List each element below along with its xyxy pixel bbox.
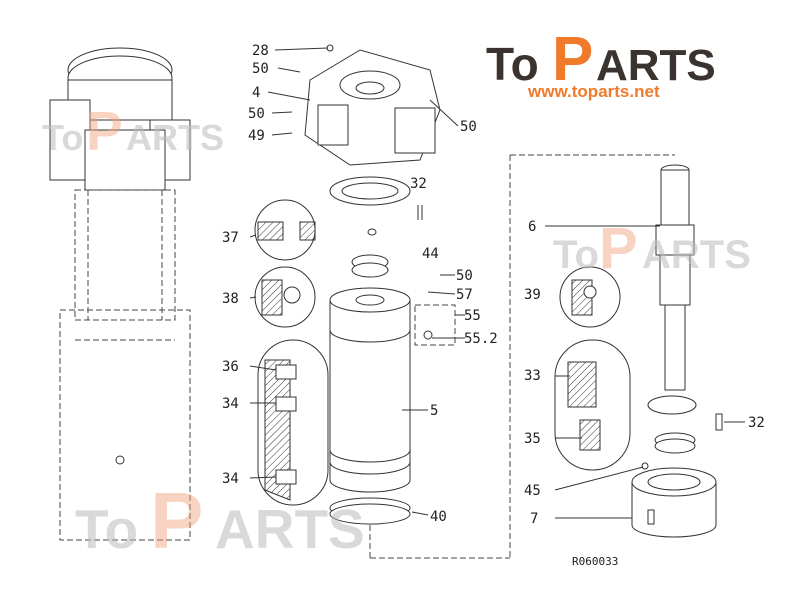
shaft xyxy=(655,164,695,391)
callout-50: 50 xyxy=(248,106,265,122)
callout-50: 50 xyxy=(252,61,269,77)
callout-44: 44 xyxy=(422,246,439,262)
bottom-cover xyxy=(631,467,717,538)
callout-36: 36 xyxy=(222,359,239,375)
svg-text:P: P xyxy=(150,476,203,565)
watermark-bottom-left: To P ARTS xyxy=(75,476,365,565)
watermark-center: To P ARTS xyxy=(553,216,751,281)
svg-text:P: P xyxy=(86,100,123,162)
svg-text:P: P xyxy=(552,25,593,94)
callout-37: 37 xyxy=(222,230,239,246)
callout-57: 57 xyxy=(456,287,473,303)
svg-text:To: To xyxy=(486,38,539,90)
callout-32: 32 xyxy=(410,176,427,192)
svg-text:ARTS: ARTS xyxy=(596,41,716,90)
callout-55-2: 55.2 xyxy=(464,331,498,347)
svg-text:P: P xyxy=(599,216,638,281)
callout-28: 28 xyxy=(252,43,269,59)
svg-text:To: To xyxy=(75,498,138,560)
callout-40: 40 xyxy=(430,509,447,525)
callout-39: 39 xyxy=(524,287,541,303)
svg-text:ARTS: ARTS xyxy=(642,233,751,277)
callout-34: 34 xyxy=(222,471,239,487)
callout-5: 5 xyxy=(430,403,438,419)
callout-55: 55 xyxy=(464,308,481,324)
callout-34: 34 xyxy=(222,396,239,412)
callout-50: 50 xyxy=(460,119,477,135)
leader-lines xyxy=(249,47,745,519)
drawing-reference: R060033 xyxy=(572,555,618,568)
callout-labels: 28 50 4 50 49 50 32 37 44 38 50 57 55 55… xyxy=(222,43,765,568)
svg-text:To: To xyxy=(42,117,83,158)
rotor-cylinder xyxy=(329,287,411,493)
logo-url: www.toparts.net xyxy=(527,82,660,101)
callout-35: 35 xyxy=(524,431,541,447)
svg-text:ARTS: ARTS xyxy=(126,117,224,158)
callout-6: 6 xyxy=(528,219,536,235)
callout-49: 49 xyxy=(248,128,265,144)
callout-4: 4 xyxy=(252,85,260,101)
callout-50: 50 xyxy=(456,268,473,284)
callout-45: 45 xyxy=(524,483,541,499)
callout-32: 32 xyxy=(748,415,765,431)
watermark-top-left: To P ARTS xyxy=(42,100,224,162)
assembled-swivel-joint xyxy=(49,47,191,541)
svg-text:To: To xyxy=(553,233,599,277)
callout-38: 38 xyxy=(222,291,239,307)
toparts-logo: To P ARTS www.toparts.net xyxy=(486,25,716,101)
svg-text:ARTS: ARTS xyxy=(215,498,365,560)
top-housing xyxy=(304,44,441,166)
callout-7: 7 xyxy=(530,511,538,527)
callout-33: 33 xyxy=(524,368,541,384)
